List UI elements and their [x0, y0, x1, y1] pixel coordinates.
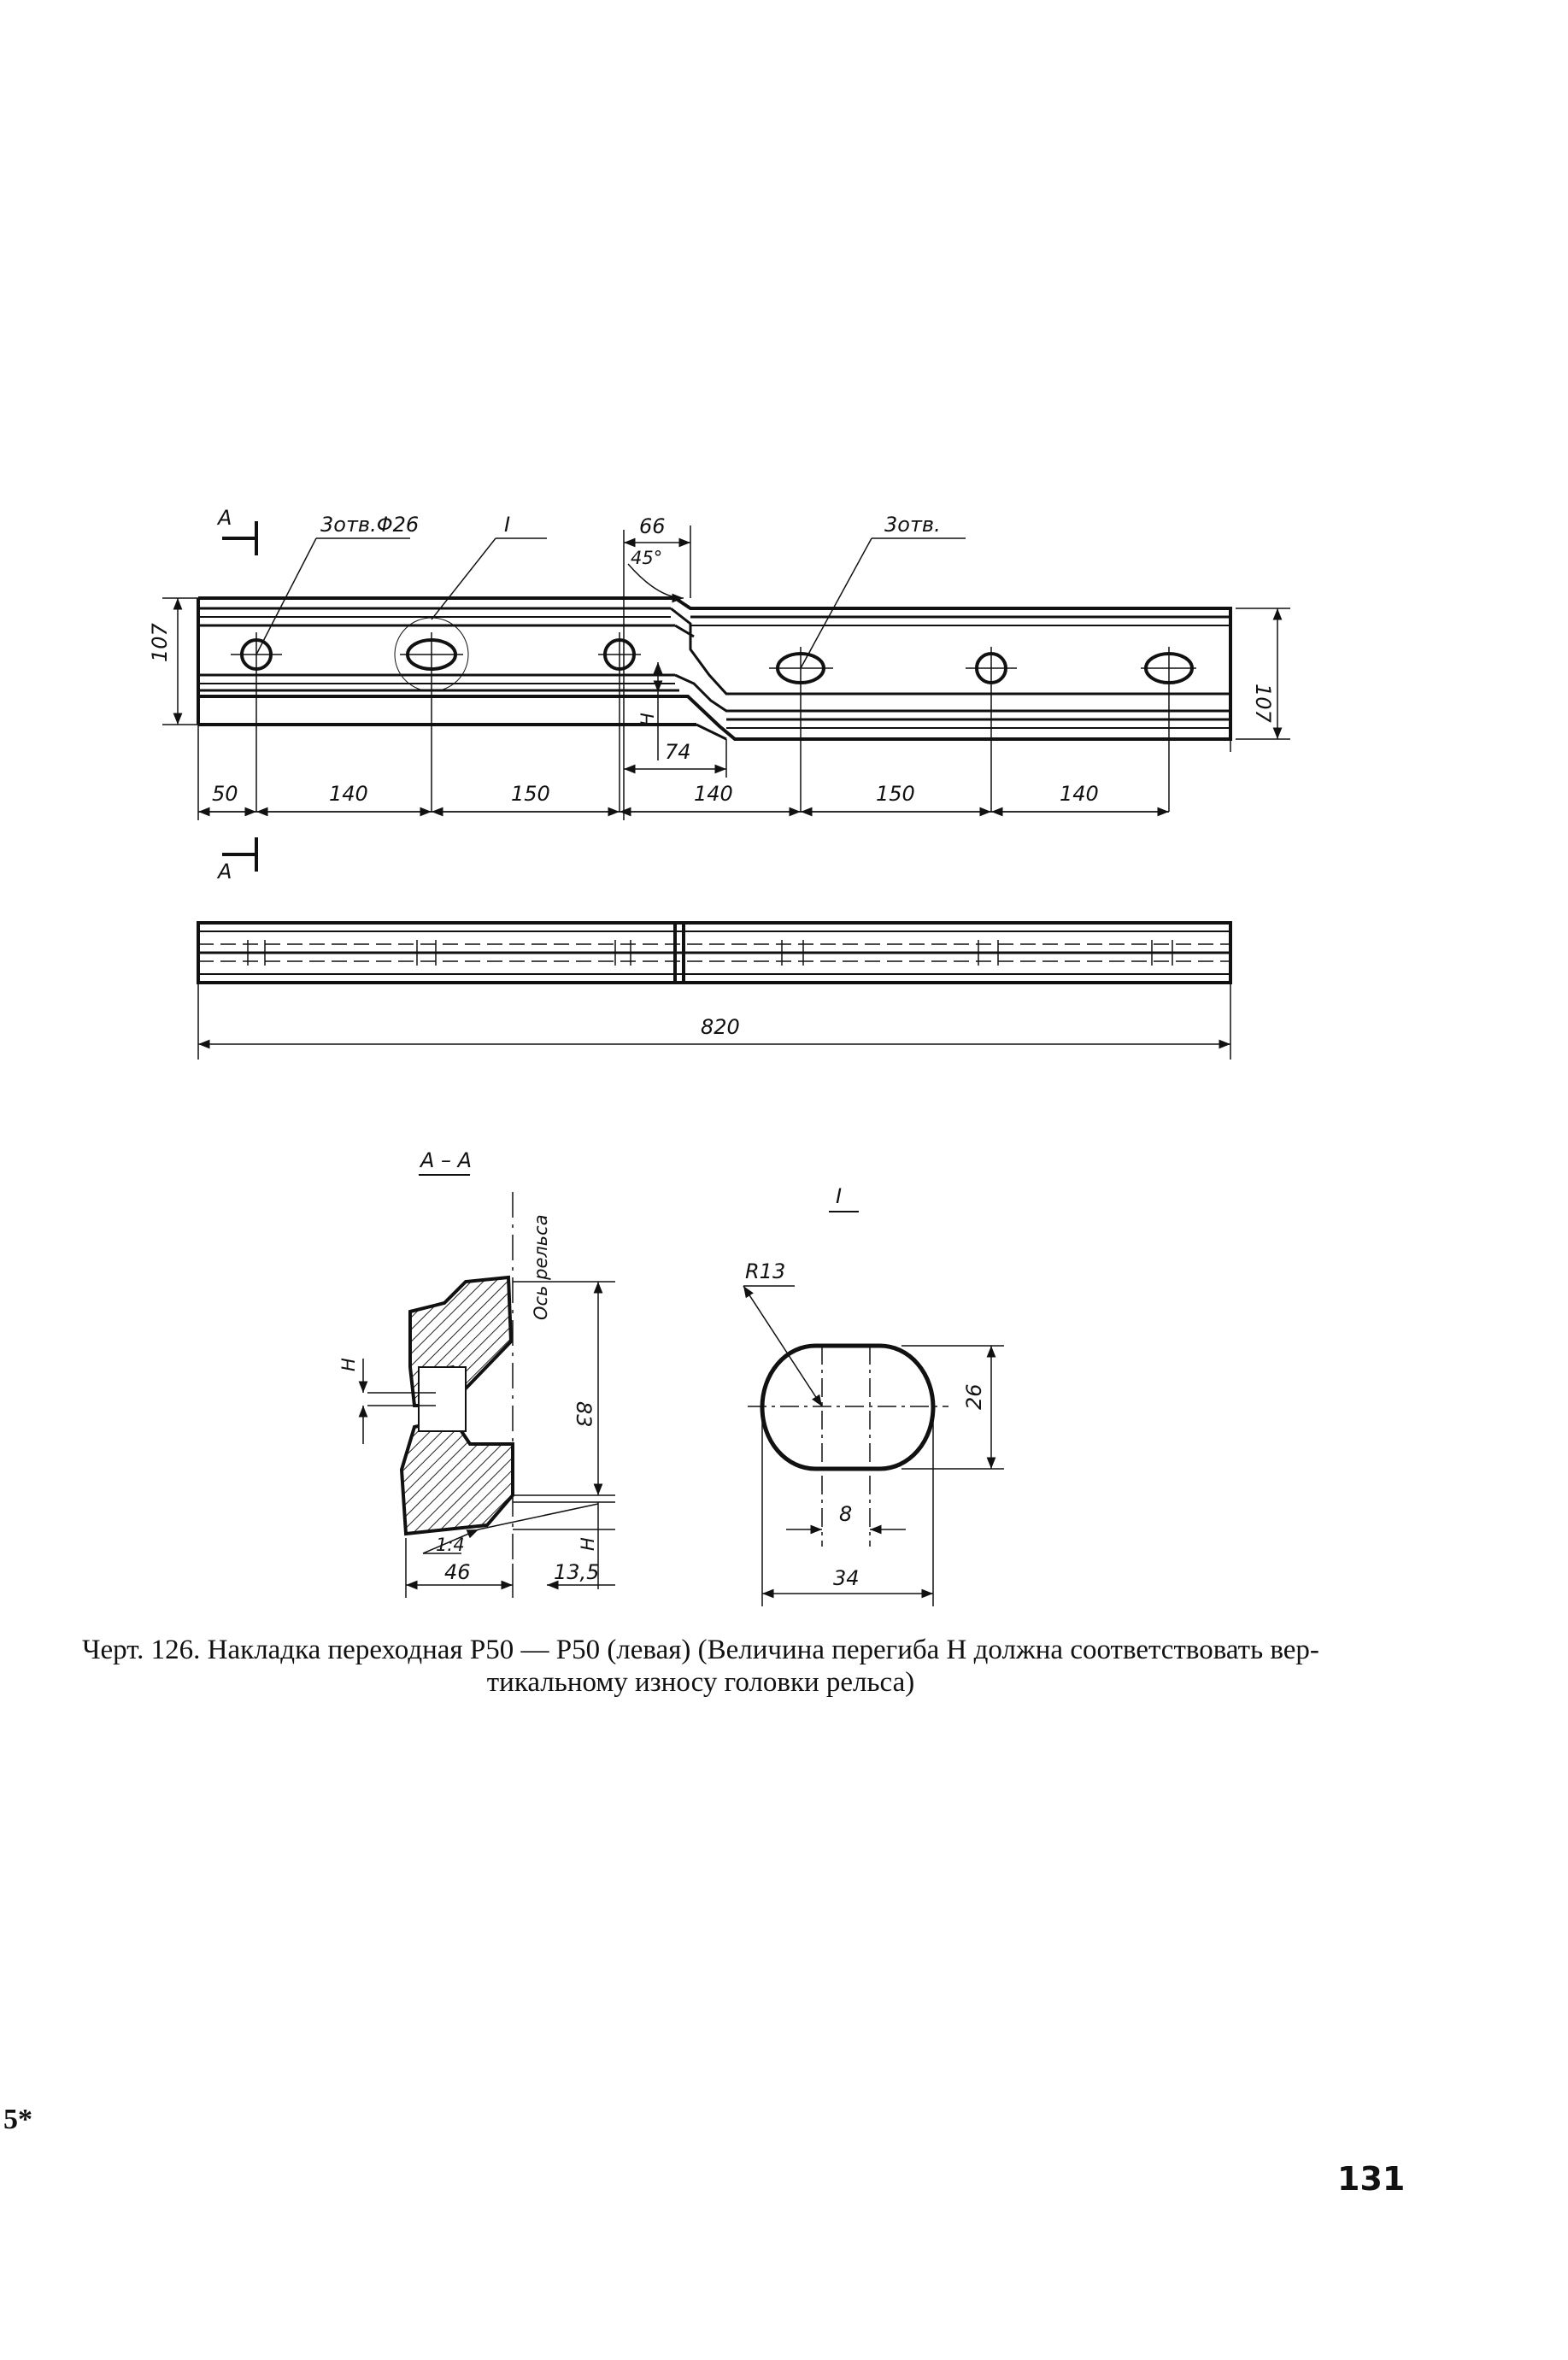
- dim-slope: 1:4: [436, 1535, 465, 1555]
- dim-r13: R13: [745, 1259, 785, 1283]
- dim-h-plan: H: [637, 713, 658, 726]
- dim-83: 83: [572, 1401, 596, 1428]
- section-marker-top: А: [216, 506, 232, 530]
- detail-i: [743, 1211, 1004, 1606]
- dim-right-height: 107: [1251, 684, 1275, 724]
- dim-140-a: 140: [329, 782, 368, 806]
- dim-140-c: 140: [1060, 782, 1099, 806]
- axis-label: Ось рельса: [531, 1214, 551, 1320]
- dim-66: 66: [639, 514, 666, 538]
- figure-caption: Черт. 126. Накладка переходная Р50 — Р50…: [17, 1634, 1384, 1699]
- dim-h-section-2: H: [578, 1537, 598, 1551]
- dim-74: 74: [665, 740, 691, 764]
- section-a-a: [358, 1174, 615, 1598]
- section-title: А – А: [419, 1148, 472, 1172]
- dim-26: 26: [962, 1383, 986, 1410]
- page-number: 131: [1337, 2160, 1406, 2198]
- bottom-dim-labels: 50 140 150 140 150 140: [212, 782, 1099, 806]
- dim-150-a: 150: [511, 782, 550, 806]
- section-marker-bottom: А: [216, 860, 232, 884]
- plan-view: [162, 521, 1290, 872]
- dim-140-b: 140: [694, 782, 733, 806]
- dim-50: 50: [212, 782, 238, 806]
- side-view: [197, 921, 1232, 1060]
- dim-46: 46: [444, 1560, 471, 1584]
- holes-note-2: 3отв.: [884, 513, 941, 537]
- dim-angle: 45°: [631, 548, 662, 568]
- page-mark: 5*: [3, 2104, 32, 2135]
- detail-title: I: [836, 1184, 842, 1208]
- dim-h-section: H: [338, 1358, 359, 1371]
- holes-note-1: 3отв.Φ26: [320, 513, 419, 537]
- dim-34: 34: [833, 1566, 860, 1590]
- dim-8: 8: [839, 1502, 852, 1526]
- detail-ref: I: [504, 513, 510, 537]
- caption-line-1: Черт. 126. Накладка переходная Р50 — Р50…: [82, 1635, 1319, 1665]
- dim-820: 820: [701, 1015, 740, 1039]
- caption-line-2: тикальному износу головки рельса): [486, 1667, 915, 1698]
- plan-holes: [240, 617, 1194, 692]
- dim-150-b: 150: [876, 782, 915, 806]
- dim-left-height: 107: [148, 622, 172, 662]
- dim-13-5: 13,5: [554, 1560, 599, 1584]
